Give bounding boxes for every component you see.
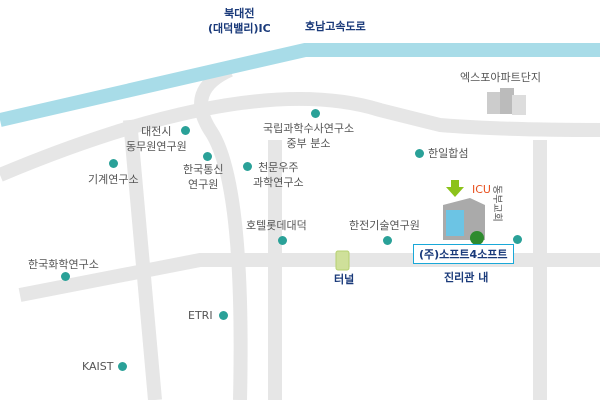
ic-label: 북대전(대덕밸리)IC — [208, 7, 271, 35]
tunnel-icon — [335, 250, 350, 271]
church-marker — [513, 235, 522, 244]
kepco-marker — [383, 236, 392, 245]
church-label: 동부교회 — [491, 185, 502, 222]
hanil-label: 한일합섬 — [428, 147, 469, 160]
company-sub-label: 진리관 내 — [444, 271, 489, 284]
machine-marker — [109, 159, 118, 168]
astro-marker — [243, 162, 252, 171]
chem-label: 한국화학연구소 — [28, 258, 99, 271]
icu-label: ICU — [472, 183, 491, 196]
road-ic — [194, 63, 248, 400]
kaist-marker — [118, 362, 127, 371]
etri-label: ETRI — [188, 309, 213, 322]
road-middle — [18, 253, 600, 302]
chem-marker — [61, 272, 70, 281]
apartment-icon — [487, 88, 526, 115]
apt-label: 엑스포아파트단지 — [460, 71, 541, 84]
tunnel-label: 터널 — [334, 273, 355, 286]
hotel-marker — [278, 236, 287, 245]
kaist-label: KAIST — [82, 360, 114, 373]
city-marker — [181, 126, 190, 135]
highway-line — [0, 43, 600, 127]
road-left — [123, 119, 162, 400]
highway-label: 호남고속도로 — [305, 20, 366, 33]
machine-label: 기계연구소 — [88, 173, 139, 186]
hotel-label: 호텔롯데대덕 — [246, 219, 307, 232]
etri-marker — [219, 311, 228, 320]
natlab-marker — [311, 109, 320, 118]
kt-marker — [203, 152, 212, 161]
building-icon — [443, 198, 485, 245]
company-label: (주)소프트4소프트 — [413, 244, 514, 264]
arrow-down-icon — [446, 180, 464, 197]
kepco-label: 한전기술연구원 — [349, 219, 420, 232]
hanil-marker — [415, 149, 424, 158]
